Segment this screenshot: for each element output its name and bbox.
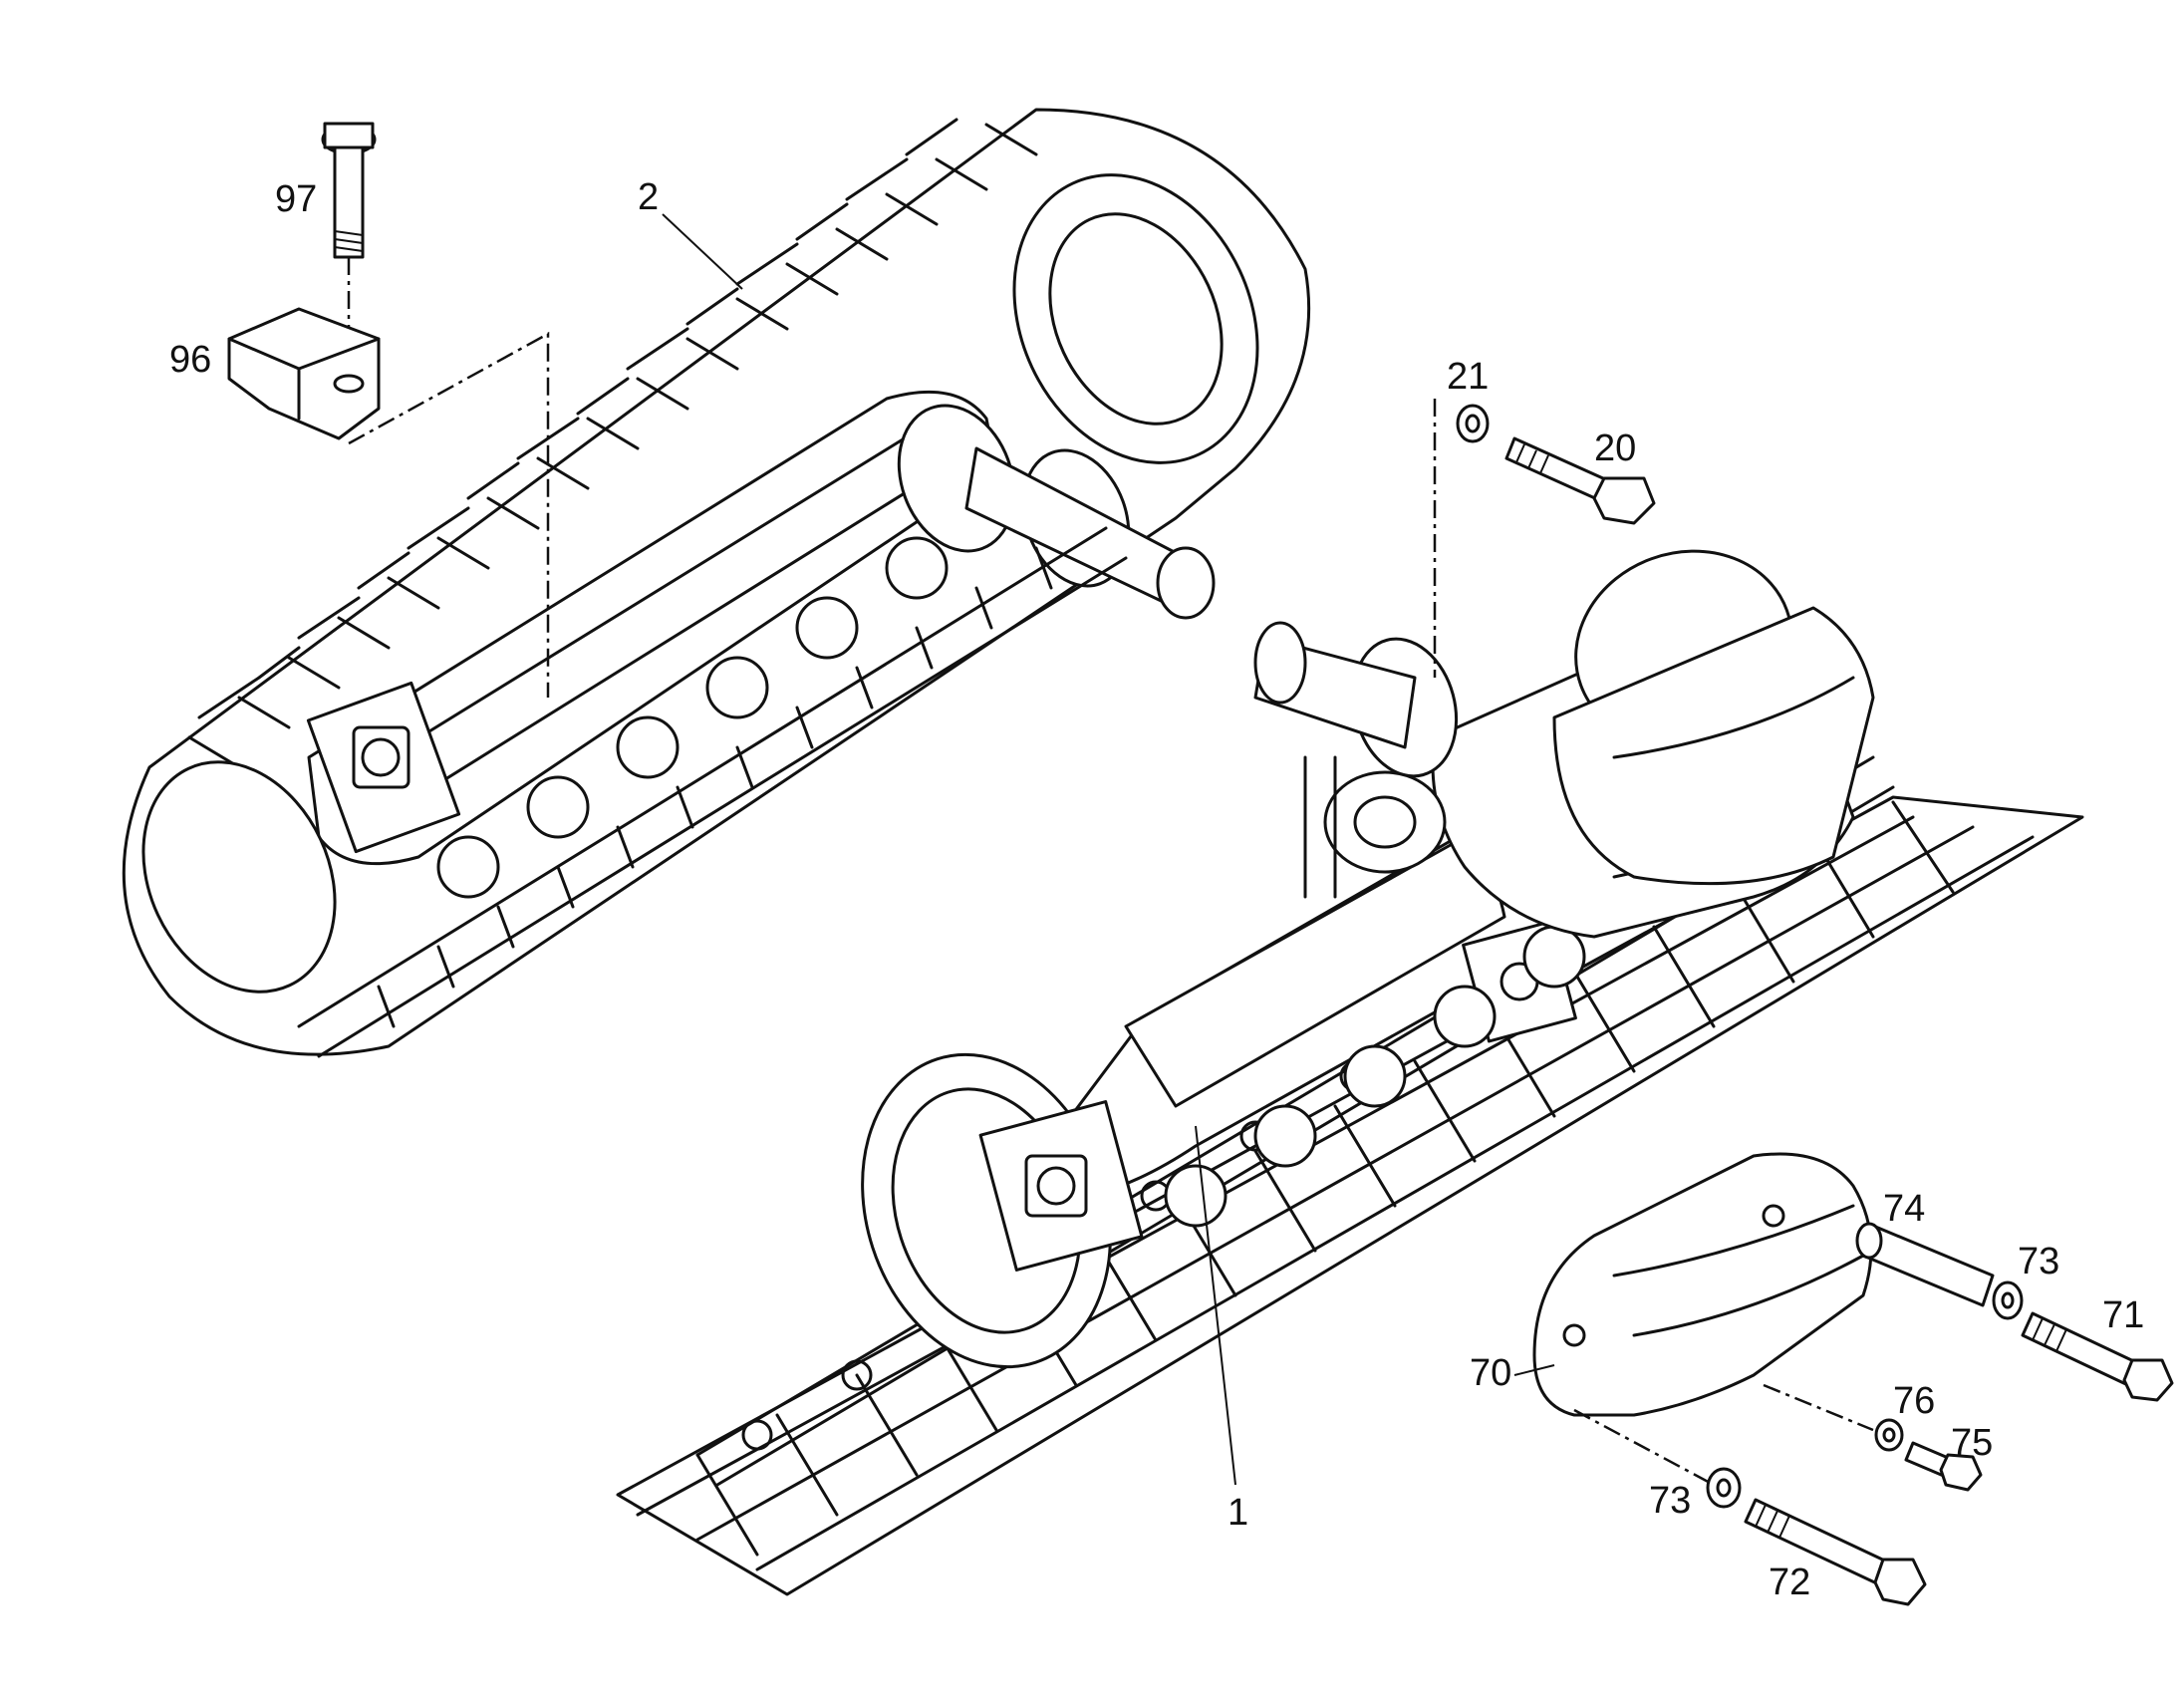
callout-97: 97 — [275, 178, 317, 220]
right-track-rollers — [1164, 925, 1586, 1228]
washer-21 — [1456, 404, 1490, 443]
callout-74: 74 — [1883, 1188, 1925, 1230]
washer-73-upper — [1992, 1280, 2024, 1320]
leader-76 — [1763, 1383, 1874, 1432]
callout-96: 96 — [169, 339, 211, 381]
callout-2: 2 — [638, 176, 659, 218]
bolt-71 — [2021, 1311, 2174, 1402]
bolt-97 — [321, 122, 377, 259]
right-track-assembly — [616, 549, 2084, 1596]
callout-70: 70 — [1470, 1352, 1511, 1394]
callout-72: 72 — [1769, 1562, 1810, 1603]
washer-76 — [1874, 1418, 1904, 1452]
callout-73-upper: 73 — [2018, 1241, 2059, 1282]
leader-2 — [662, 213, 743, 290]
bolt-20 — [1504, 436, 1656, 525]
callout-75: 75 — [1951, 1422, 1993, 1464]
bolt-75 — [1904, 1441, 1983, 1492]
leader-72 — [1573, 1408, 1715, 1487]
left-track-assembly — [122, 108, 1311, 1058]
callout-21: 21 — [1447, 356, 1489, 398]
callout-73-lower: 73 — [1649, 1480, 1691, 1522]
clamp-96 — [227, 307, 381, 440]
callout-1: 1 — [1228, 1492, 1248, 1534]
sleeve-74 — [1855, 1222, 1995, 1307]
leader-70 — [1513, 1364, 1555, 1376]
callout-20: 20 — [1594, 427, 1636, 469]
left-track-rollers — [436, 536, 949, 899]
washer-73-lower — [1706, 1467, 1742, 1509]
callout-76: 76 — [1893, 1380, 1935, 1422]
leader-96 — [348, 331, 550, 698]
callout-71: 71 — [2102, 1294, 2144, 1336]
leader-1 — [1195, 1125, 1236, 1486]
bolt-72 — [1744, 1498, 1927, 1606]
cover-70 — [1532, 1152, 1873, 1417]
